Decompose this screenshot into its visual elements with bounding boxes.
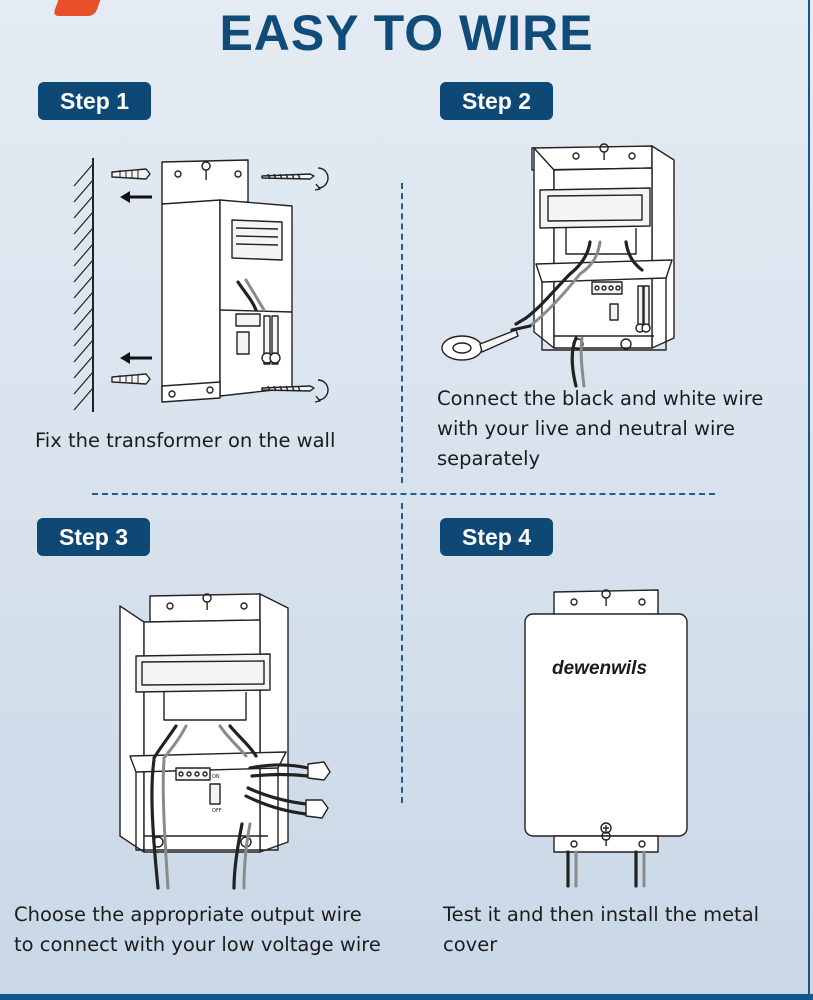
frame-edge-bottom bbox=[0, 994, 813, 1000]
caption-line: to connect with your low voltage wire bbox=[14, 933, 381, 956]
step-3-output-wiring-illustration: ON OFF bbox=[119, 593, 331, 890]
switch-off-label: OFF bbox=[212, 808, 222, 814]
step-3-badge: Step 3 bbox=[37, 518, 151, 556]
switch-on-label: ON bbox=[212, 774, 220, 780]
wall-anchor-top bbox=[111, 168, 151, 180]
wire-nut-icon bbox=[305, 761, 331, 819]
step-4-caption: Test it and then install the metal cover bbox=[443, 900, 759, 960]
caption-line: Fix the transformer on the wall bbox=[35, 429, 336, 452]
caption-line: Connect the black and white wire bbox=[437, 387, 764, 410]
metal-cover: dewenwils bbox=[524, 613, 688, 837]
step-2-wiring-illustration bbox=[441, 143, 675, 388]
caption-line: cover bbox=[443, 933, 498, 956]
electrical-tape-icon bbox=[441, 329, 519, 361]
caption-line: with your live and neutral wire bbox=[437, 417, 735, 440]
wall-hatch bbox=[73, 158, 94, 412]
output-wires bbox=[150, 758, 310, 890]
screw-bottom-icon bbox=[261, 379, 329, 403]
step-1-wall-mount-illustration bbox=[73, 158, 329, 412]
brand-logo: dewenwils bbox=[552, 658, 647, 679]
screw-top-icon bbox=[261, 167, 329, 191]
wall-anchor-bottom bbox=[111, 373, 151, 385]
caption-line: separately bbox=[437, 447, 541, 470]
mounting-bracket bbox=[553, 589, 659, 617]
step-3-caption: Choose the appropriate output wire to co… bbox=[14, 900, 381, 960]
step-2-badge: Step 2 bbox=[440, 82, 554, 120]
step-4-covered-transformer-illustration: dewenwils bbox=[524, 589, 688, 888]
page-title: EASY TO WIRE bbox=[219, 5, 594, 61]
step-1-caption: Fix the transformer on the wall bbox=[35, 426, 335, 456]
step-4-badge: Step 4 bbox=[440, 518, 554, 556]
vertical-divider-top bbox=[401, 183, 403, 483]
arrow-left-icon bbox=[120, 191, 152, 203]
cable-leads bbox=[566, 850, 646, 888]
step-1-badge: Step 1 bbox=[38, 82, 152, 120]
vertical-divider-bottom bbox=[401, 503, 403, 803]
bottom-bracket bbox=[553, 831, 659, 853]
horizontal-divider bbox=[92, 493, 715, 495]
arrow-left-icon bbox=[120, 352, 152, 364]
transformer-open-box bbox=[531, 143, 675, 351]
frame-edge-right bbox=[808, 0, 810, 1000]
input-wires bbox=[510, 272, 586, 388]
transformer-side-view bbox=[161, 159, 293, 403]
caption-line: Choose the appropriate output wire bbox=[14, 903, 362, 926]
step-2-caption: Connect the black and white wire with yo… bbox=[437, 384, 763, 474]
transformer-open-box: ON OFF bbox=[119, 593, 289, 853]
caption-line: Test it and then install the metal bbox=[443, 903, 760, 926]
